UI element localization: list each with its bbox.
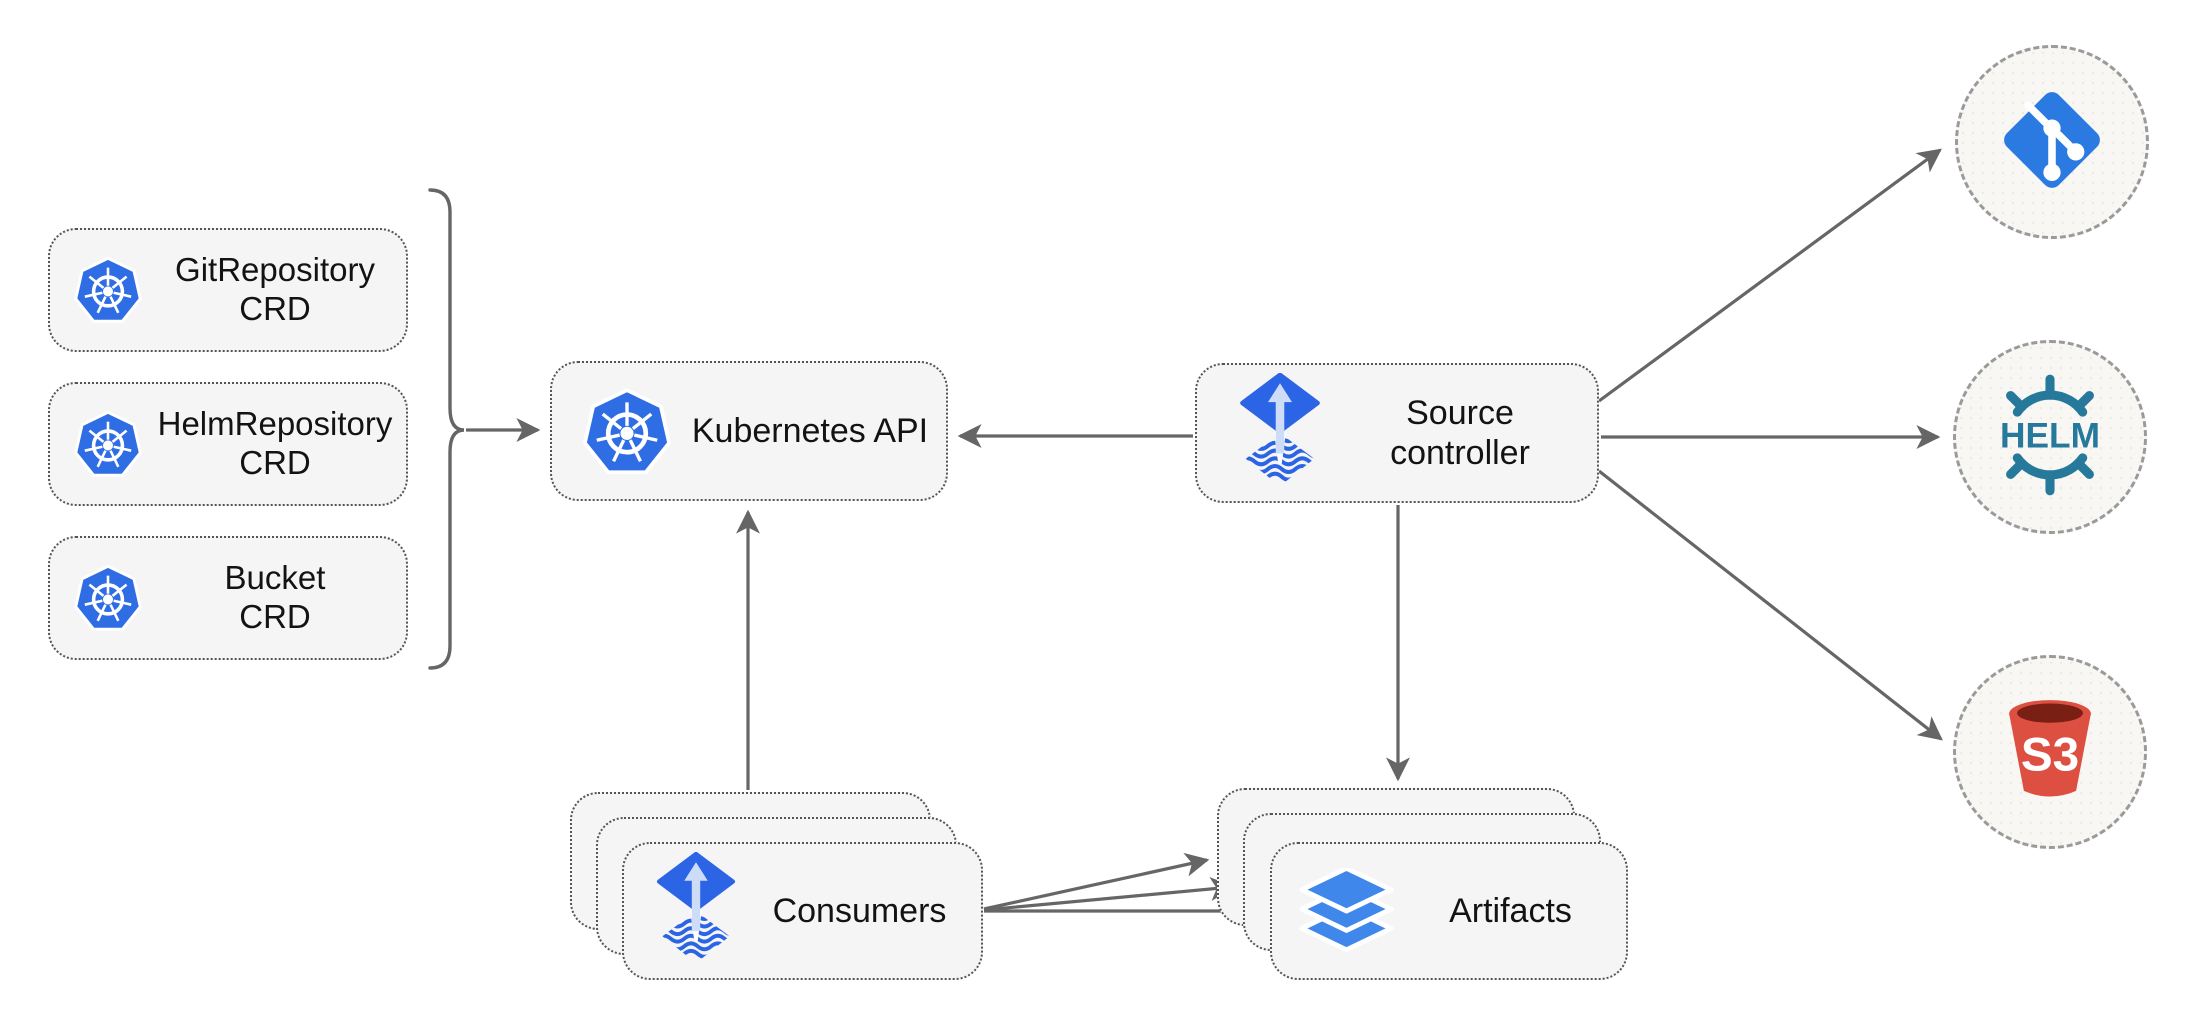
kubernetes-icon bbox=[72, 407, 144, 481]
git-icon bbox=[1998, 86, 2106, 199]
node-label: HelmRepository CRD bbox=[157, 405, 393, 481]
node-gitrepository-crd: GitRepository CRD bbox=[48, 228, 408, 352]
helm-wordmark: HELM bbox=[2000, 416, 2100, 455]
node-label: Artifacts bbox=[1449, 891, 1572, 930]
node-helmrepository-crd: HelmRepository CRD bbox=[48, 382, 408, 506]
node-source-controller: Source controller bbox=[1195, 363, 1599, 503]
node-s3-source: S3 bbox=[1953, 655, 2147, 849]
edge-source-controller-to-s3 bbox=[1598, 469, 1943, 741]
crd-group-brace bbox=[428, 188, 465, 670]
kubernetes-icon bbox=[72, 561, 144, 635]
edge-consumers-to-artifacts-1 bbox=[983, 852, 1210, 911]
layers-icon bbox=[1298, 868, 1395, 954]
node-bucket-crd: Bucket CRD bbox=[48, 536, 408, 660]
node-artifacts: Artifacts bbox=[1270, 842, 1628, 980]
kubernetes-icon bbox=[580, 383, 674, 480]
node-git-source bbox=[1955, 45, 2149, 239]
edge-source-controller-to-git bbox=[1598, 148, 1942, 403]
node-label: Bucket CRD bbox=[224, 559, 326, 635]
node-label: Source controller bbox=[1390, 393, 1530, 472]
flux-icon bbox=[1237, 373, 1323, 493]
node-label: GitRepository CRD bbox=[175, 251, 375, 327]
node-consumers: Consumers bbox=[622, 842, 983, 980]
edge-consumers-to-artifacts-2 bbox=[983, 877, 1235, 912]
node-helm-source: HELM bbox=[1953, 340, 2147, 534]
flux-icon bbox=[654, 852, 738, 970]
s3-bucket-icon: S3 bbox=[1993, 691, 2107, 814]
node-label: Consumers bbox=[772, 891, 947, 930]
helm-wheel-icon: HELM bbox=[1976, 372, 2124, 503]
kubernetes-icon bbox=[72, 253, 144, 327]
node-label: Kubernetes API bbox=[691, 411, 929, 450]
s3-wordmark: S3 bbox=[2021, 728, 2079, 781]
node-kubernetes-api: Kubernetes API bbox=[550, 361, 948, 501]
